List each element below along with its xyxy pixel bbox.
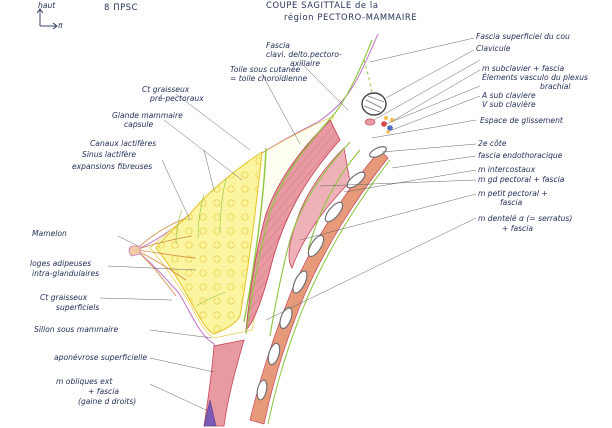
label-glissement: Espace de glissement <box>480 116 563 125</box>
label-glande-1: Glande mammaire <box>112 111 183 120</box>
nipple <box>128 245 141 257</box>
orientation-arrow-icon <box>36 8 58 30</box>
label-toile-1: Toile sous cutanée <box>230 65 301 74</box>
label-graisseux-pre-2: pré-pectoraux <box>150 94 204 103</box>
title-line2: région PECTORO-MAMMAIRE <box>284 12 418 22</box>
label-vasculo-2: brachial <box>540 82 571 91</box>
external-oblique <box>203 339 245 427</box>
label-graisseux-sup-2: superficiels <box>56 303 100 312</box>
leader-lines <box>99 37 481 411</box>
ribs <box>256 146 387 401</box>
label-dentele-2: + fascia <box>502 224 533 233</box>
label-endo: fascia endothoracique <box>478 151 563 160</box>
fibrous-expansions <box>175 177 227 307</box>
label-pt-pectoral-2: fascia <box>500 198 523 207</box>
pectoralis-major-fibers <box>246 120 340 330</box>
label-cote: 2e côte <box>478 139 507 148</box>
label-aponevrose: aponévrose superficielle <box>54 353 148 362</box>
label-intercostaux: m intercostaux <box>478 165 536 174</box>
label-subclavier: m subclavier + fascia <box>482 64 565 73</box>
label-pt-pectoral-1: m petit pectoral + <box>478 189 548 198</box>
label-v-sub: V sub clavière <box>482 100 536 109</box>
label-toile-2: = toile choroïdienne <box>230 74 308 83</box>
label-a-sub: A sub claviere <box>482 91 536 100</box>
clavicle-complex <box>361 92 394 134</box>
label-fascia-clavi-1: Fascia <box>266 41 290 50</box>
label-sillon: Sillon sous mammaire <box>34 325 119 334</box>
label-obliques-1: m obliques ext <box>56 377 113 386</box>
label-canaux-1: Canaux lactifères <box>90 139 157 148</box>
label-loges-1: loges adipeuses <box>30 259 92 268</box>
orientation-label: haut <box>38 1 56 10</box>
label-obliques-3: (gaine d droits) <box>78 397 137 406</box>
label-mamelon: Mamelon <box>32 229 67 238</box>
code-label: 8 ΠPSC <box>104 2 139 12</box>
label-clavicule: Clavicule <box>476 44 511 53</box>
gland-lobules <box>156 152 262 334</box>
label-vasculo-1: Élements vasculo du plexus <box>482 73 588 82</box>
label-obliques-2: + fascia <box>88 387 119 396</box>
label-graisseux-sup-1: Ct graisseux <box>40 293 88 302</box>
pectoralis-minor <box>288 147 351 269</box>
orientation-right-label: π <box>58 21 63 30</box>
subclavian-artery <box>381 121 387 127</box>
label-graisseux-pre-1: Ct graisseux <box>142 85 190 94</box>
label-gd-pectoral: m gd pectoral + fascia <box>478 175 565 184</box>
label-fascia-clavi-3: axillaire <box>290 59 321 68</box>
label-loges-2: intra-glandulaires <box>32 269 100 278</box>
gland-capsule <box>243 147 267 323</box>
label-fascia-clavi-2: clavi. delto.pectoro- <box>266 50 342 59</box>
fascia-lines <box>245 39 373 337</box>
rectus-sheath <box>203 399 217 427</box>
title-line1: COUPE SAGITTALE de la <box>266 0 379 10</box>
label-fascia-cou: Fascia superficiel du cou <box>476 32 570 41</box>
subclavius <box>364 118 376 126</box>
label-dentele-1: m dentelé α (= serratus) <box>478 214 573 223</box>
skin-outline <box>134 33 379 427</box>
subclavian-vein <box>387 125 393 131</box>
label-canaux-3: expansions fibreuses <box>72 162 153 171</box>
endothoracic-fascia <box>267 159 391 425</box>
label-canaux-2: Sinus lactifère <box>82 150 137 159</box>
neck-fascia <box>363 59 373 93</box>
label-glande-2: capsule <box>124 120 154 129</box>
